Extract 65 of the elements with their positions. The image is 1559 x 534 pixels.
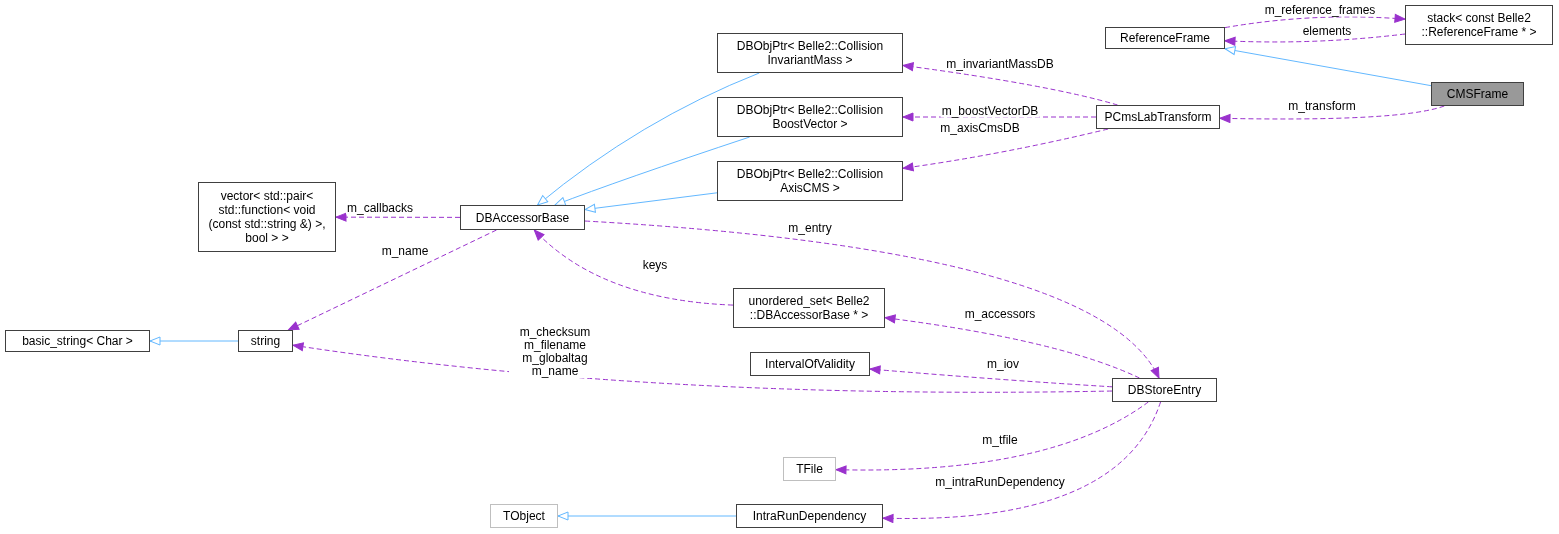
class-box <box>750 352 870 376</box>
class-name: TObject <box>503 509 545 523</box>
class-box <box>5 330 150 352</box>
class-name: DBObjPtr< Belle2::Collision InvariantMass > <box>735 39 885 67</box>
edge-label: m_transform <box>1287 99 1357 113</box>
usage-arrow <box>884 314 1140 379</box>
usage-arrow <box>335 212 461 222</box>
class-name: IntervalOfValidity <box>765 357 855 371</box>
usage-arrow <box>902 62 1118 106</box>
class-name: IntraRunDependency <box>752 509 867 523</box>
usage-arrow <box>1219 105 1445 123</box>
edge-label: m_callbacks <box>346 201 414 215</box>
usage-arrow <box>584 220 1160 379</box>
class-box <box>736 504 883 528</box>
usage-arrow <box>1224 13 1406 29</box>
class-name: vector< std::pair< std::function< void (const std::string &) >, bool > > <box>207 189 327 245</box>
class-box <box>733 288 885 328</box>
usage-arrow <box>287 229 497 331</box>
edge-label: m_tfile <box>981 433 1019 447</box>
class-name: unordered_set< Belle2 ::DBAccessorBase * > <box>747 294 871 322</box>
class-name: TFile <box>796 462 823 476</box>
class-name: DBObjPtr< Belle2::Collision AxisCMS > <box>735 167 885 195</box>
edge-label: m_invariantMassDB <box>945 57 1055 71</box>
usage-arrow <box>902 128 1109 172</box>
edge-label: keys <box>641 258 669 272</box>
class-box <box>1431 82 1524 106</box>
edge-label: m_axisCmsDB <box>939 121 1021 135</box>
usage-arrow <box>1224 33 1406 46</box>
usage-arrow <box>869 365 1113 388</box>
usage-arrow <box>533 229 734 306</box>
class-name: DBObjPtr< Belle2::Collision BoostVector > <box>735 103 885 131</box>
inheritance-arrow <box>557 511 737 521</box>
edge-label: m_intraRunDependency <box>934 475 1066 489</box>
class-box <box>1105 27 1225 49</box>
edge-label: m_iov <box>986 357 1020 371</box>
class-name: stack< const Belle2 ::ReferenceFrame * > <box>1420 11 1538 39</box>
inheritance-arrow <box>584 192 718 213</box>
edge-label: elements <box>1301 24 1353 38</box>
class-name: PCmsLabTransform <box>1104 110 1212 124</box>
class-name: basic_string< Char > <box>22 334 133 348</box>
edge-label: m_entry <box>787 221 833 235</box>
class-box <box>238 330 293 352</box>
usage-arrow <box>835 401 1149 475</box>
class-box <box>717 33 903 73</box>
edge-label: m_reference_frames <box>1263 3 1377 17</box>
class-name: DBStoreEntry <box>1127 383 1202 397</box>
inheritance-arrow <box>149 336 239 346</box>
class-name: DBAccessorBase <box>475 210 570 225</box>
class-box <box>1096 105 1220 129</box>
class-box <box>717 97 903 137</box>
class-box <box>1405 5 1553 45</box>
edge-label: m_boostVectorDB <box>940 104 1040 118</box>
class-name: ReferenceFrame <box>1119 31 1210 45</box>
class-name: CMSFrame <box>1446 87 1509 101</box>
class-name: string <box>250 334 281 348</box>
class-box <box>460 205 585 230</box>
inheritance-arrow <box>1224 46 1432 87</box>
class-box <box>783 457 836 481</box>
class-box <box>1112 378 1217 402</box>
usage-arrow <box>292 342 1113 393</box>
class-box <box>198 182 336 252</box>
class-box <box>490 504 558 528</box>
usage-arrow <box>882 401 1162 523</box>
class-box <box>717 161 903 201</box>
inheritance-arrow <box>554 136 751 206</box>
